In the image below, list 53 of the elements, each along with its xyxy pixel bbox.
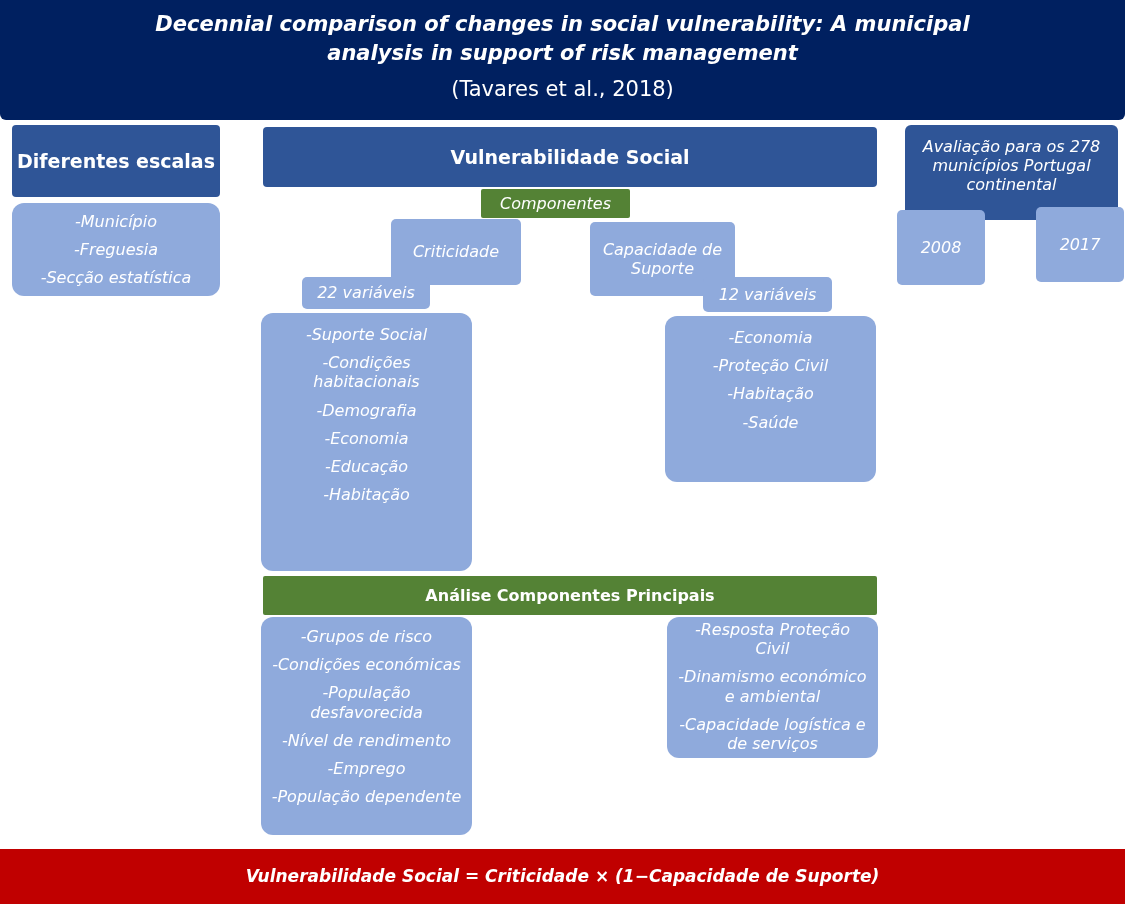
list-item: -Saúde — [742, 412, 799, 432]
list-item: -Nível de rendimento — [282, 730, 451, 750]
formula-banner — [0, 849, 1125, 904]
box-label: Avaliação para os 278 municípios Portugal continental — [921, 137, 1102, 195]
label-box — [391, 219, 521, 285]
list-item: -Condições económicas — [272, 655, 461, 675]
box-label: Diferentes escalas — [16, 149, 215, 173]
citation-text: (Tavares et al., 2018) — [451, 76, 674, 104]
label-box — [897, 210, 985, 285]
list-item: -Proteção Civil — [712, 356, 829, 376]
list-item: -Resposta Proteção Civil — [693, 620, 851, 659]
list-item: -Economia — [728, 328, 813, 348]
box-label: Capacidade de Suporte — [601, 239, 724, 279]
box-label: 2017 — [1059, 234, 1101, 255]
title-text: Decennial comparison of changes in social vulnerability: A municipal analysis in support of risk management — [154, 11, 971, 67]
box-label: 22 variáveis — [317, 283, 415, 303]
heading-box — [12, 125, 220, 197]
label-box — [302, 277, 430, 309]
title-banner — [0, 0, 1125, 120]
list-item: -Freguesia — [73, 239, 159, 260]
box-label: 2008 — [920, 237, 962, 258]
list-item: -Habitação — [727, 384, 814, 404]
heading-box — [263, 127, 877, 187]
label-box — [1036, 207, 1124, 282]
list-item: -Demografia — [316, 400, 417, 420]
list-item: -Capacidade logística e de serviços — [678, 714, 867, 754]
list-item: -Educação — [324, 456, 409, 477]
list-box — [665, 316, 876, 482]
list-box — [667, 617, 878, 758]
list-box — [12, 203, 220, 296]
box-label: 12 variáveis — [718, 284, 817, 305]
list-item: -População dependente — [271, 787, 462, 807]
list-item: -População desfavorecida — [309, 683, 424, 722]
list-item: -Município — [75, 211, 157, 231]
section-bar — [481, 189, 630, 218]
section-bar — [263, 576, 877, 615]
list-item: -Grupos de risco — [300, 627, 433, 647]
list-box — [261, 313, 472, 571]
box-label: Componentes — [499, 193, 612, 214]
list-item: -Suporte Social — [305, 325, 428, 345]
heading-box — [905, 125, 1118, 220]
box-label: Criticidade — [412, 242, 500, 262]
list-item: -Economia — [324, 428, 409, 448]
label-box — [703, 277, 832, 312]
box-label: Análise Componentes Principais — [425, 585, 715, 606]
list-box — [261, 617, 472, 835]
list-item: -Emprego — [327, 758, 406, 779]
list-item: -Secção estatística — [40, 268, 192, 288]
list-item: -Dinamismo económico e ambiental — [677, 667, 868, 706]
list-item: -Condições habitacionais — [312, 353, 421, 392]
box-label: Vulnerabilidade Social — [450, 145, 690, 169]
box-label: Vulnerabilidade Social = Criticidade × (1−Capacidade de Suporte) — [245, 866, 880, 887]
list-item: -Habitação — [323, 485, 410, 505]
